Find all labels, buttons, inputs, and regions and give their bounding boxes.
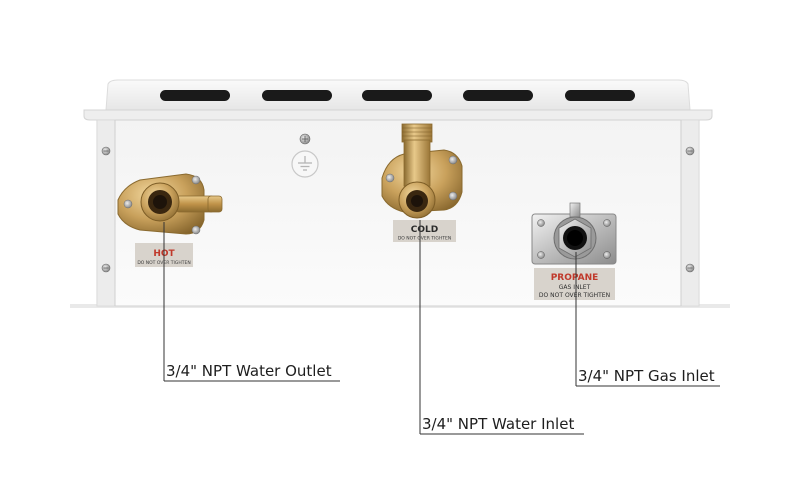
gas-inlet-callout: 3/4" NPT Gas Inlet (578, 367, 715, 385)
screw-icon (685, 263, 695, 273)
propane-tag-warning: DO NOT OVER TIGHTEN (539, 292, 610, 299)
vent-slot (262, 90, 332, 101)
vent-slot (565, 90, 635, 101)
vent-slot (160, 90, 230, 101)
water-inlet-callout: 3/4" NPT Water Inlet (422, 415, 575, 433)
ground-symbol-icon (291, 150, 319, 178)
top-cover (83, 79, 713, 121)
screw-icon (685, 146, 695, 156)
gas-inlet-fitting (531, 202, 617, 265)
hot-water-outlet-fitting (117, 173, 223, 235)
cold-tag-warning: DO NOT OVER TIGHTEN (398, 236, 451, 242)
propane-tag-title: PROPANE (551, 273, 599, 283)
propane-label-tag: PROPANE GAS INLET DO NOT OVER TIGHTEN (534, 268, 615, 300)
cold-water-inlet-fitting (381, 123, 463, 219)
vent-slot (463, 90, 533, 101)
vent-slot (362, 90, 432, 101)
propane-tag-subtitle: GAS INLET (559, 284, 591, 291)
screw-icon (299, 133, 311, 145)
screw-icon (101, 146, 111, 156)
cold-label-tag: COLD DO NOT OVER TIGHTEN (393, 220, 456, 242)
water-outlet-callout: 3/4" NPT Water Outlet (166, 362, 332, 380)
cold-tag-title: COLD (411, 225, 438, 235)
screw-icon (101, 263, 111, 273)
callout-leaders (163, 220, 720, 435)
